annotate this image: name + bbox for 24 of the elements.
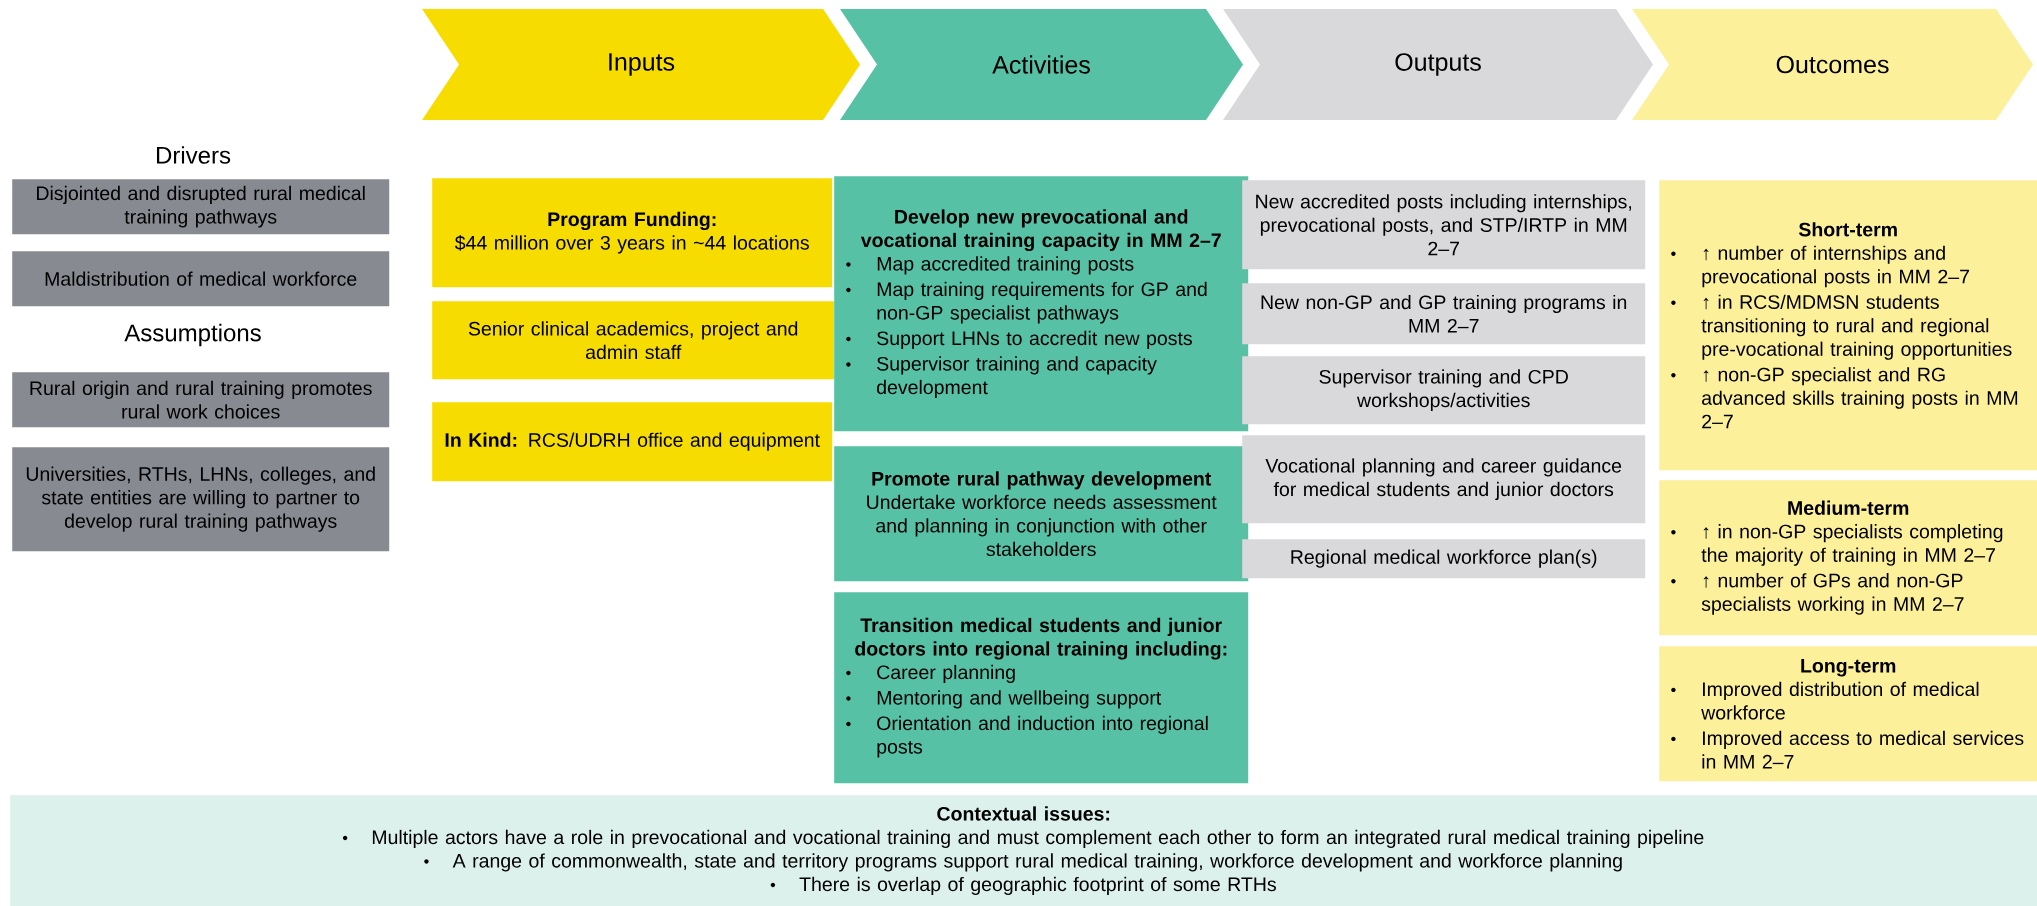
section-heading: Assumptions	[124, 323, 261, 347]
assumption-box: Universities, RTHs, LHNs, colleges, and state entities are willing to partner to develop rural training pathways	[12, 447, 390, 552]
input-box: Program Funding: $44 million over 3 years in ~44 locations	[432, 178, 833, 288]
outcome-box: Short-term ↑ number of internships and prevocational posts in MM 2–7 ↑ in RCS/MDMSN students transitioning to rural and regional pre-vocational training opportunities ↑ non-GP specialist and RG advanced skills training posts in MM 2–7	[1659, 180, 2037, 471]
input-box: In Kind: RCS/UDRH office and equipment	[432, 402, 833, 482]
driver-box: Disjointed and disrupted rural medical training pathways	[12, 179, 390, 235]
output-box: Vocational planning and career guidance for medical students and junior doctors	[1242, 435, 1646, 524]
activity-box: Transition medical students and junior doctors into regional training including: Career planning Mentoring and wellbeing support Orientation and induction into regional posts	[834, 592, 1249, 784]
output-box: New non-GP and GP training programs in MM 2–7	[1242, 283, 1646, 345]
activity-box: Develop new prevocational and vocational training capacity in MM 2–7 Map accredited training posts Map training requirements for GP and non-GP specialist pathways Support LHNs to accredit new posts Supervisor training and capacity development	[834, 176, 1249, 432]
driver-box: Maldistribution of medical workforce	[12, 251, 390, 307]
output-box: New accredited posts including internships, prevocational posts, and STP/IRTP in MM 2–7	[1242, 180, 1646, 270]
context-band: Contextual issues: Multiple actors have a role in prevocational and vocational training and must complement each other to form an integrated rural medical training pipeline A range of commonwealth, state and territory programs support rural medical training, workforce development and workforce planning There is overlap of geographic footprint of some RTHs	[10, 795, 2037, 906]
stage-banner: Inputs	[422, 9, 860, 120]
outcome-box: Medium-term ↑ in non-GP specialists completing the majority of training in MM 2–7 ↑ number of GPs and non-GP specialists working in MM 2–7	[1659, 480, 2037, 636]
stage-banner: Outputs	[1223, 9, 1653, 120]
stage-banner: Outcomes	[1632, 9, 2033, 120]
input-box: Senior clinical academics, project and admin staff	[432, 301, 835, 380]
outcome-box: Long-term Improved distribution of medical workforce Improved access to medical services in MM 2–7	[1659, 646, 2037, 782]
activity-box: Promote rural pathway development Undertake workforce needs assessment and planning in conjunction with other stakeholders	[834, 446, 1249, 582]
output-box: Supervisor training and CPD workshops/activities	[1242, 356, 1646, 425]
stage-banner: Activities	[840, 9, 1243, 120]
output-box: Regional medical workforce plan(s)	[1242, 539, 1646, 579]
assumption-box: Rural origin and rural training promotes rural work choices	[12, 372, 390, 428]
